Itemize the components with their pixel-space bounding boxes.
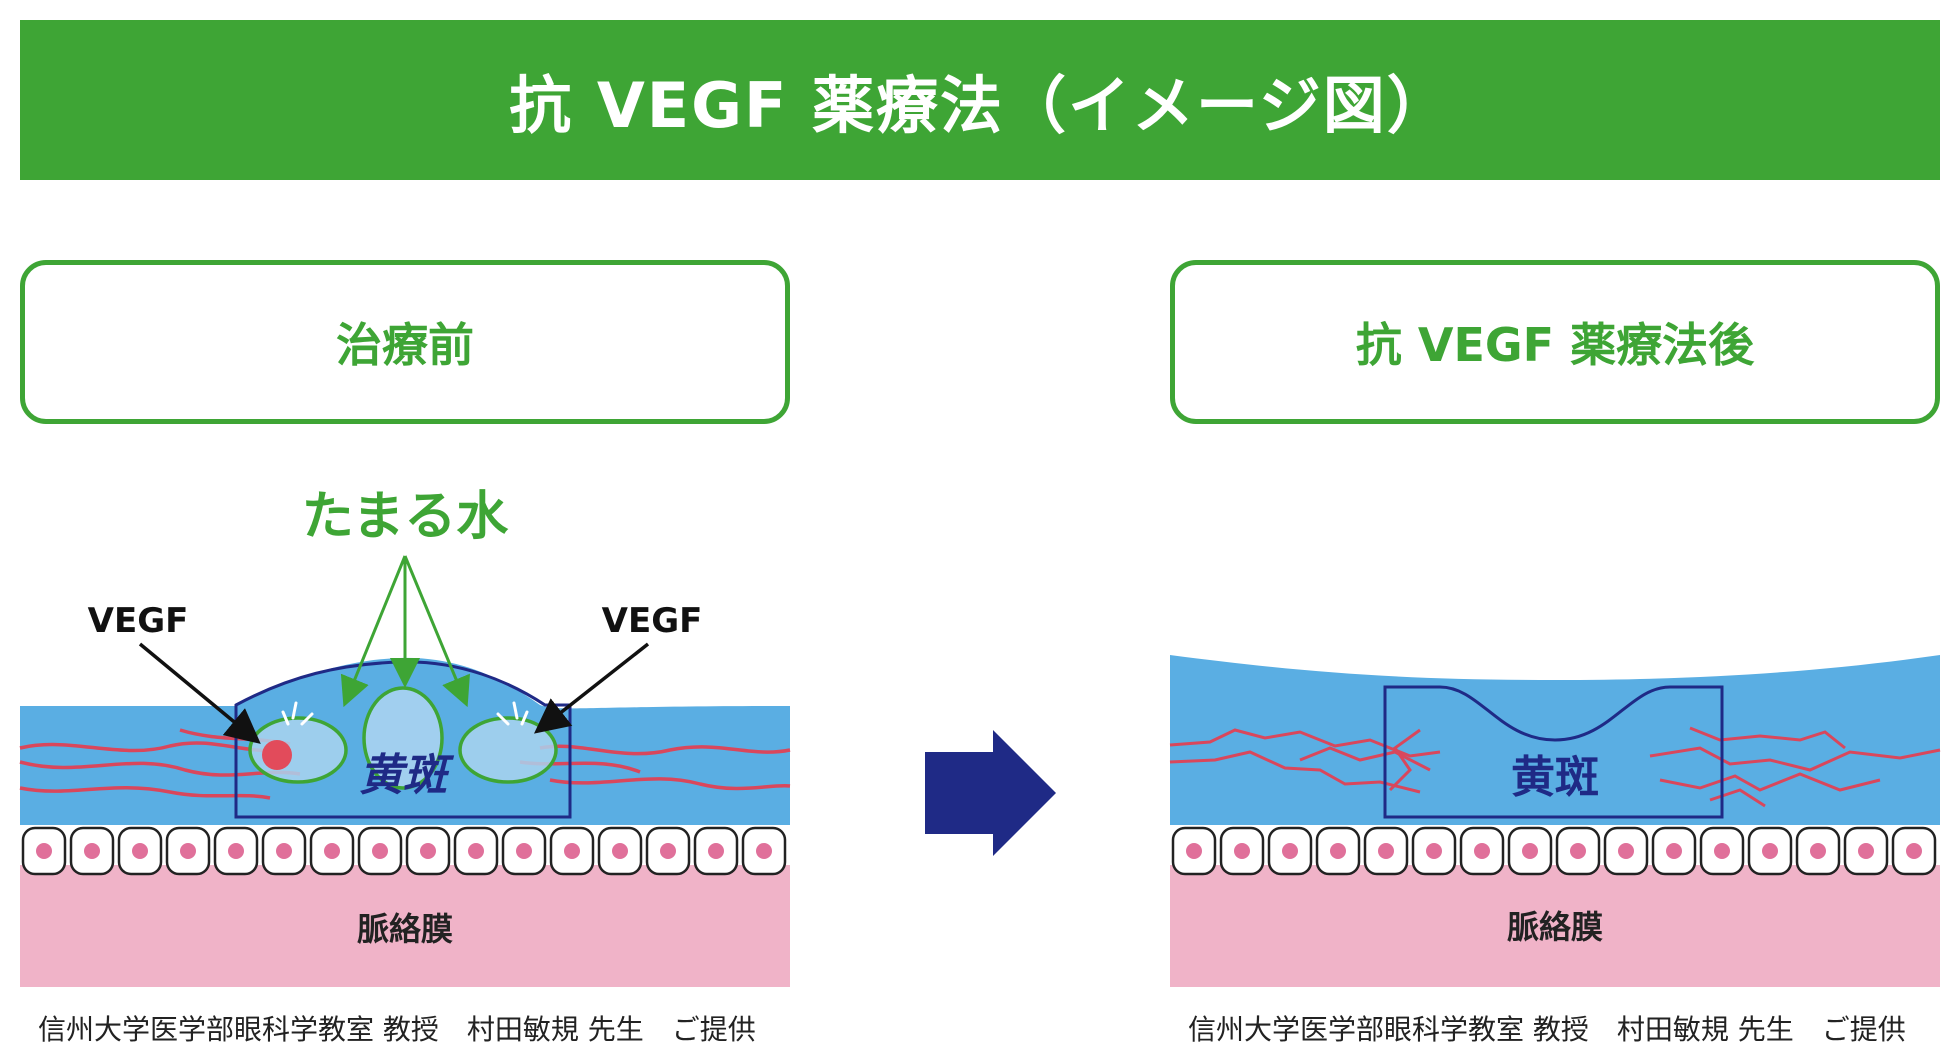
- cell-nucleus: [516, 843, 532, 859]
- before-macula-label: 黄斑: [359, 750, 455, 801]
- cell-nucleus: [1810, 843, 1826, 859]
- cell-nucleus: [756, 843, 772, 859]
- after-credit: 信州大学医学部眼科学教室 教授 村田敏規 先生 ご提供: [1188, 1013, 1906, 1046]
- vegf-label-left: VEGF: [88, 601, 189, 641]
- cell-nucleus: [84, 843, 100, 859]
- cell-nucleus: [36, 843, 52, 859]
- water-label: たまる水: [302, 487, 509, 547]
- cell-nucleus: [228, 843, 244, 859]
- cell-nucleus: [180, 843, 196, 859]
- cell-nucleus: [276, 843, 292, 859]
- cell-nucleus: [1666, 843, 1682, 859]
- cell-nucleus: [1570, 843, 1586, 859]
- vegf-arrow-right: [533, 642, 650, 734]
- vegf-label-right: VEGF: [602, 601, 703, 641]
- cell-nucleus: [324, 843, 340, 859]
- page-title: 抗 VEGF 薬療法（イメージ図）: [509, 69, 1451, 142]
- title-banner: 抗 VEGF 薬療法（イメージ図）: [20, 20, 1940, 180]
- cell-nucleus: [1858, 843, 1874, 859]
- after-panel: 黄斑 脈絡膜: [1169, 655, 1941, 987]
- cell-nucleus: [1714, 843, 1730, 859]
- water-splash-left: [281, 701, 314, 726]
- after-choroid-label: 脈絡膜: [1507, 908, 1603, 946]
- before-choroid-label: 脈絡膜: [357, 910, 453, 948]
- progress-arrow-icon: [925, 730, 1056, 856]
- water-arrows: [340, 555, 470, 708]
- cell-nucleus: [420, 843, 436, 859]
- cell-nucleus: [1330, 843, 1346, 859]
- after-macula-label: 黄斑: [1511, 752, 1599, 803]
- cell-nucleus: [1474, 843, 1490, 859]
- cell-nucleus: [1906, 843, 1922, 859]
- after-choroid-layer: [1170, 865, 1940, 987]
- after-cell-row: [1171, 826, 1937, 876]
- cell-nucleus: [660, 843, 676, 859]
- vegf-arrow-left: [138, 642, 261, 744]
- before-panel: 黄斑 脈絡膜 たまる水 VEGF VEGF: [19, 487, 791, 987]
- cell-nucleus: [1522, 843, 1538, 859]
- before-cell-row: [21, 826, 787, 876]
- before-choroid-layer: [20, 865, 790, 987]
- before-credit: 信州大学医学部眼科学教室 教授 村田敏規 先生 ご提供: [38, 1013, 756, 1046]
- cell-nucleus: [372, 843, 388, 859]
- fluid-pocket-right: [458, 716, 558, 784]
- after-label-box: 抗 VEGF 薬療法後: [1170, 260, 1940, 424]
- cell-nucleus: [468, 843, 484, 859]
- cell-nucleus: [1426, 843, 1442, 859]
- cell-nucleus: [1186, 843, 1202, 859]
- cell-nucleus: [132, 843, 148, 859]
- before-label: 治療前: [336, 318, 474, 372]
- after-macula-outline: [1383, 685, 1724, 819]
- cell-nucleus: [1282, 843, 1298, 859]
- fluid-pocket-center: [362, 686, 444, 790]
- before-label-box: 治療前: [20, 260, 790, 424]
- cell-nucleus: [612, 843, 628, 859]
- water-splash-right: [496, 701, 529, 726]
- cell-nucleus: [564, 843, 580, 859]
- cell-nucleus: [708, 843, 724, 859]
- cell-nucleus: [1378, 843, 1394, 859]
- cell-nucleus: [1618, 843, 1634, 859]
- after-blood-vessels: [1169, 726, 1941, 808]
- cell-nucleus: [1234, 843, 1250, 859]
- vegf-dot: [262, 740, 292, 770]
- cell-nucleus: [1762, 843, 1778, 859]
- after-label: 抗 VEGF 薬療法後: [1355, 318, 1755, 372]
